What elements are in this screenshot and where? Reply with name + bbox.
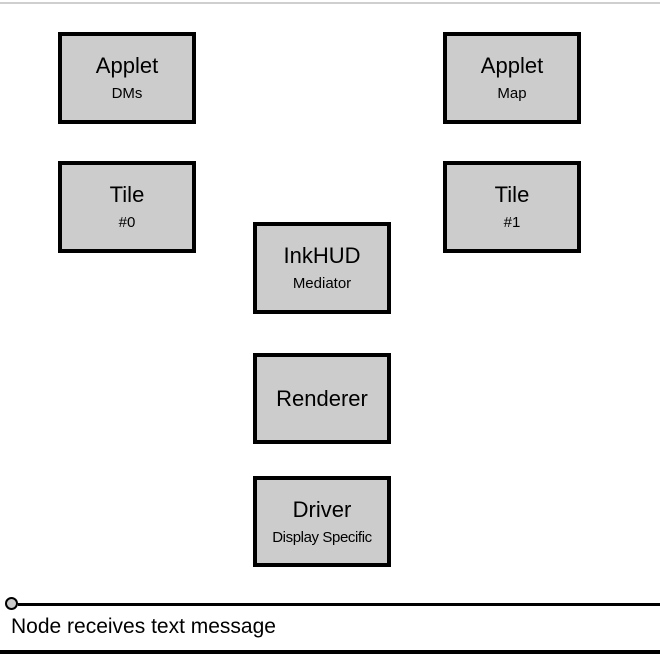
node-box-tile-0: Tile #0 — [58, 161, 196, 253]
lifeline-start-circle-icon — [5, 597, 18, 610]
node-title: Driver — [292, 496, 352, 522]
node-box-inkhud-mediator: InkHUD Mediator — [253, 222, 391, 314]
lifeline-caption: Node receives text message — [11, 615, 276, 638]
node-title: Applet — [95, 53, 159, 78]
node-box-renderer: Renderer — [253, 353, 391, 444]
node-subtitle: Mediator — [292, 275, 352, 292]
frame-top-rule — [0, 2, 660, 4]
node-subtitle: #0 — [118, 214, 136, 231]
lifeline-rule — [18, 603, 660, 606]
node-subtitle: #1 — [503, 214, 521, 231]
node-title: InkHUD — [283, 243, 361, 268]
node-title: Renderer — [276, 385, 368, 411]
node-title: Tile — [494, 182, 530, 207]
frame-bottom-rule — [0, 650, 660, 654]
node-title: Applet — [480, 53, 544, 78]
node-subtitle: Map — [497, 85, 527, 102]
node-title: Tile — [109, 182, 145, 207]
node-subtitle: DMs — [111, 85, 143, 102]
node-subtitle: Display Specific — [272, 528, 372, 546]
node-box-tile-1: Tile #1 — [443, 161, 581, 253]
